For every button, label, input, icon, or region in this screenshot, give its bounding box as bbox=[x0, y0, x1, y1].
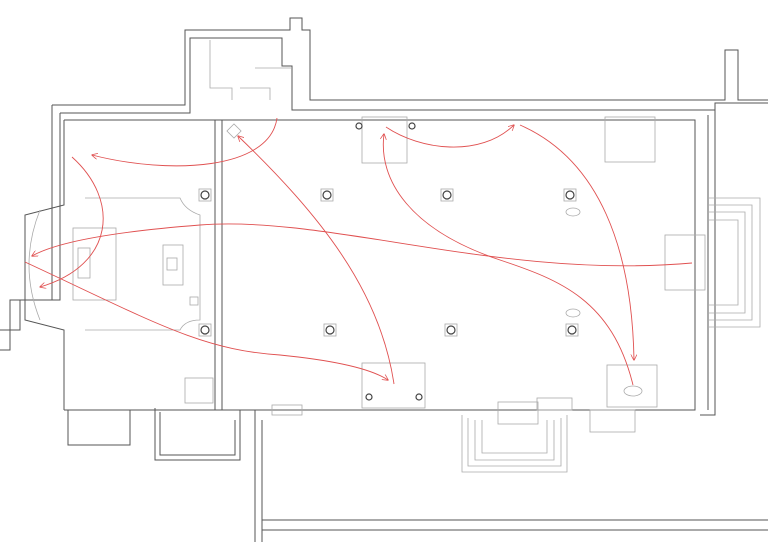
arrow bbox=[238, 136, 395, 385]
oval-feature bbox=[565, 207, 581, 217]
column bbox=[198, 188, 212, 202]
arrow bbox=[385, 125, 514, 148]
pillar-small bbox=[355, 122, 423, 401]
oval-feature bbox=[565, 308, 581, 318]
column bbox=[565, 323, 579, 337]
column bbox=[444, 323, 458, 337]
arrow bbox=[32, 223, 693, 267]
right-terrace bbox=[664, 197, 761, 328]
arrow bbox=[24, 261, 388, 380]
column bbox=[198, 323, 212, 337]
left-apse bbox=[28, 197, 214, 404]
column bbox=[440, 188, 454, 202]
fireplaces bbox=[271, 116, 658, 425]
column bbox=[323, 323, 337, 337]
arrow bbox=[383, 134, 634, 386]
arrow bbox=[40, 156, 104, 287]
columns bbox=[198, 122, 581, 401]
column bbox=[320, 188, 334, 202]
circulation-arrows bbox=[24, 117, 693, 386]
column bbox=[563, 188, 577, 202]
bottom-stair bbox=[461, 409, 636, 473]
arrow bbox=[519, 124, 634, 360]
outer-walls bbox=[0, 17, 768, 542]
arrow bbox=[92, 117, 278, 167]
diamond-marker bbox=[226, 123, 242, 139]
annex-top bbox=[209, 40, 292, 100]
